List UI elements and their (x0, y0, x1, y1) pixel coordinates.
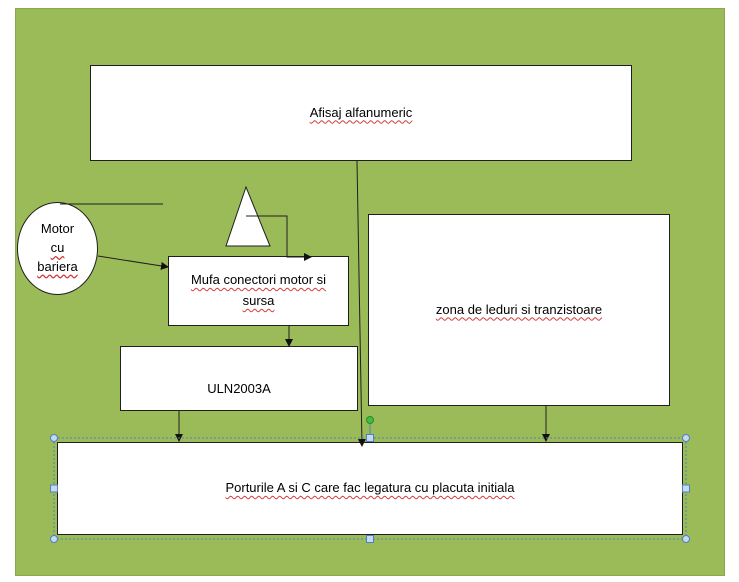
node-uln2003a[interactable]: ULN2003A (120, 346, 358, 411)
motor-label-line2: cu (50, 240, 65, 256)
node-zona-label: zona de leduri si tranzistoare (435, 301, 603, 317)
motor-label-line1: Motor (40, 221, 75, 237)
node-zona-leduri[interactable]: zona de leduri si tranzistoare (368, 214, 670, 406)
node-porturile-a-si-c[interactable]: Porturile A si C care fac legatura cu pl… (57, 442, 683, 535)
node-porturi-label: Porturile A si C care fac legatura cu pl… (225, 480, 515, 496)
node-mufa-conectori[interactable]: Mufa conectori motor si sursa (168, 256, 349, 326)
node-afisaj-alfanumeric[interactable]: Afisaj alfanumeric (90, 65, 632, 161)
node-uln-label: ULN2003A (207, 381, 271, 397)
motor-label-line3: bariera (37, 258, 78, 274)
node-motor-cu-bariera[interactable]: Motor cu bariera (17, 202, 98, 295)
node-afisaj-label: Afisaj alfanumeric (309, 104, 413, 120)
node-mufa-label: Mufa conectori motor si sursa (190, 272, 327, 308)
